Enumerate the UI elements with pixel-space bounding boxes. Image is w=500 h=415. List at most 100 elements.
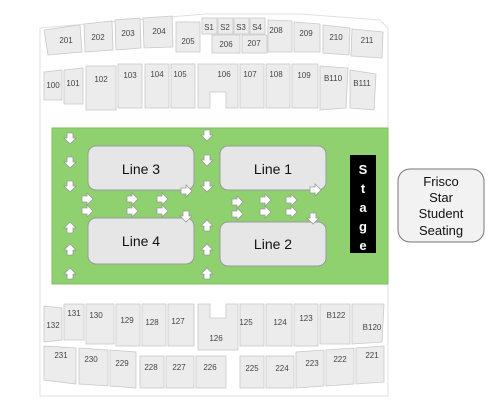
section-230[interactable] <box>78 347 109 387</box>
section-107[interactable] <box>239 63 265 109</box>
section-123[interactable] <box>293 303 319 347</box>
section-204[interactable] <box>142 15 174 49</box>
section-100[interactable] <box>43 69 63 101</box>
section-209[interactable] <box>293 21 321 53</box>
section-b111[interactable] <box>349 69 377 111</box>
section-125[interactable] <box>239 303 265 347</box>
section-label: 131 <box>67 309 81 318</box>
line-1-area[interactable] <box>219 145 327 191</box>
section-label: 209 <box>299 29 313 38</box>
section-131[interactable] <box>63 303 85 341</box>
section-129[interactable] <box>115 303 141 347</box>
stage-letter: S <box>359 162 368 177</box>
stage-block <box>350 155 376 253</box>
section-206[interactable] <box>211 34 241 54</box>
section-228[interactable] <box>139 355 165 389</box>
section-label: 208 <box>269 26 283 35</box>
line-3-area[interactable] <box>87 145 195 191</box>
stage-letter: a <box>359 200 367 215</box>
upper-north-sections: 201 202 203 204 205 S1 S2 S3 S4 206 207 … <box>43 15 384 59</box>
section-104[interactable] <box>144 63 170 109</box>
section-label: S2 <box>220 23 230 32</box>
section-label: 126 <box>209 334 223 343</box>
section-label: 103 <box>123 71 137 80</box>
section-109[interactable] <box>291 63 319 109</box>
section-102[interactable] <box>85 65 117 111</box>
section-label: 124 <box>273 318 287 327</box>
section-b122[interactable] <box>319 303 351 345</box>
section-label: 128 <box>145 318 159 327</box>
stage-letter: g <box>359 219 367 234</box>
section-202[interactable] <box>83 20 114 53</box>
section-222[interactable] <box>325 347 355 387</box>
section-201[interactable] <box>43 24 83 56</box>
line-1-label: Line 1 <box>254 161 292 177</box>
student-seating-line: Seating <box>419 223 463 238</box>
section-b110[interactable] <box>319 65 349 111</box>
section-label: 109 <box>297 71 311 80</box>
section-221[interactable] <box>355 345 385 385</box>
section-105[interactable] <box>170 63 196 109</box>
section-124[interactable] <box>265 303 293 347</box>
section-210[interactable] <box>322 24 351 56</box>
section-229[interactable] <box>109 349 137 389</box>
section-label: 228 <box>144 363 158 372</box>
section-s4[interactable] <box>249 17 266 35</box>
section-label: 132 <box>46 321 60 330</box>
section-226[interactable] <box>195 355 227 389</box>
section-label: 106 <box>217 70 231 79</box>
student-seating-line: Frisco <box>423 174 458 189</box>
section-label: 123 <box>299 314 313 323</box>
section-s1[interactable] <box>201 17 218 35</box>
line-3-label: Line 3 <box>122 161 160 177</box>
section-205[interactable] <box>175 21 201 53</box>
section-223[interactable] <box>295 349 325 389</box>
section-132[interactable] <box>43 305 63 343</box>
section-231[interactable] <box>43 345 77 385</box>
section-128[interactable] <box>141 303 167 347</box>
section-label: 101 <box>66 79 80 88</box>
stage-letter: t <box>361 181 366 196</box>
upper-south-sections: 231 230 229 228 227 226 225 224 223 222 … <box>43 345 385 389</box>
section-207[interactable] <box>241 34 268 54</box>
section-106[interactable] <box>197 63 239 109</box>
section-224[interactable] <box>265 355 295 389</box>
section-127[interactable] <box>167 303 195 347</box>
section-s2[interactable] <box>217 17 234 35</box>
section-label: 105 <box>173 70 187 79</box>
lower-north-sections: 100 101 102 103 104 105 106 107 108 109 … <box>43 63 377 111</box>
section-label: 211 <box>361 36 374 45</box>
section-103[interactable] <box>117 63 143 109</box>
section-225[interactable] <box>239 355 265 389</box>
student-seating-line: Star <box>429 190 454 205</box>
line-4-area[interactable] <box>87 217 195 265</box>
section-label: B120 <box>363 323 382 332</box>
section-label: S3 <box>236 23 246 32</box>
section-208[interactable] <box>267 19 293 53</box>
section-label: S4 <box>252 23 262 32</box>
section-227[interactable] <box>165 355 195 389</box>
section-label: 205 <box>181 37 195 46</box>
student-seating-box[interactable] <box>397 168 485 243</box>
section-211[interactable] <box>350 28 384 59</box>
section-126[interactable] <box>197 303 239 351</box>
line-4-label: Line 4 <box>122 233 160 249</box>
section-label: 102 <box>94 75 108 84</box>
section-label: 203 <box>121 29 135 38</box>
line-2-area[interactable] <box>219 221 327 267</box>
section-130[interactable] <box>85 303 115 345</box>
section-label: 108 <box>269 70 283 79</box>
section-101[interactable] <box>63 67 84 105</box>
section-label: 125 <box>239 318 253 327</box>
section-label: B110 <box>324 74 343 83</box>
section-203[interactable] <box>114 17 142 51</box>
section-label: 107 <box>243 70 257 79</box>
section-s3[interactable] <box>233 17 250 35</box>
student-seating: Frisco Star Student Seating <box>397 168 485 243</box>
section-b120[interactable] <box>351 303 385 345</box>
section-108[interactable] <box>265 63 291 109</box>
lower-south-sections: 132 131 130 129 128 127 126 125 124 123 … <box>43 303 385 351</box>
section-label: 225 <box>245 364 259 373</box>
section-label: 201 <box>59 36 73 45</box>
section-label: 129 <box>120 316 134 325</box>
